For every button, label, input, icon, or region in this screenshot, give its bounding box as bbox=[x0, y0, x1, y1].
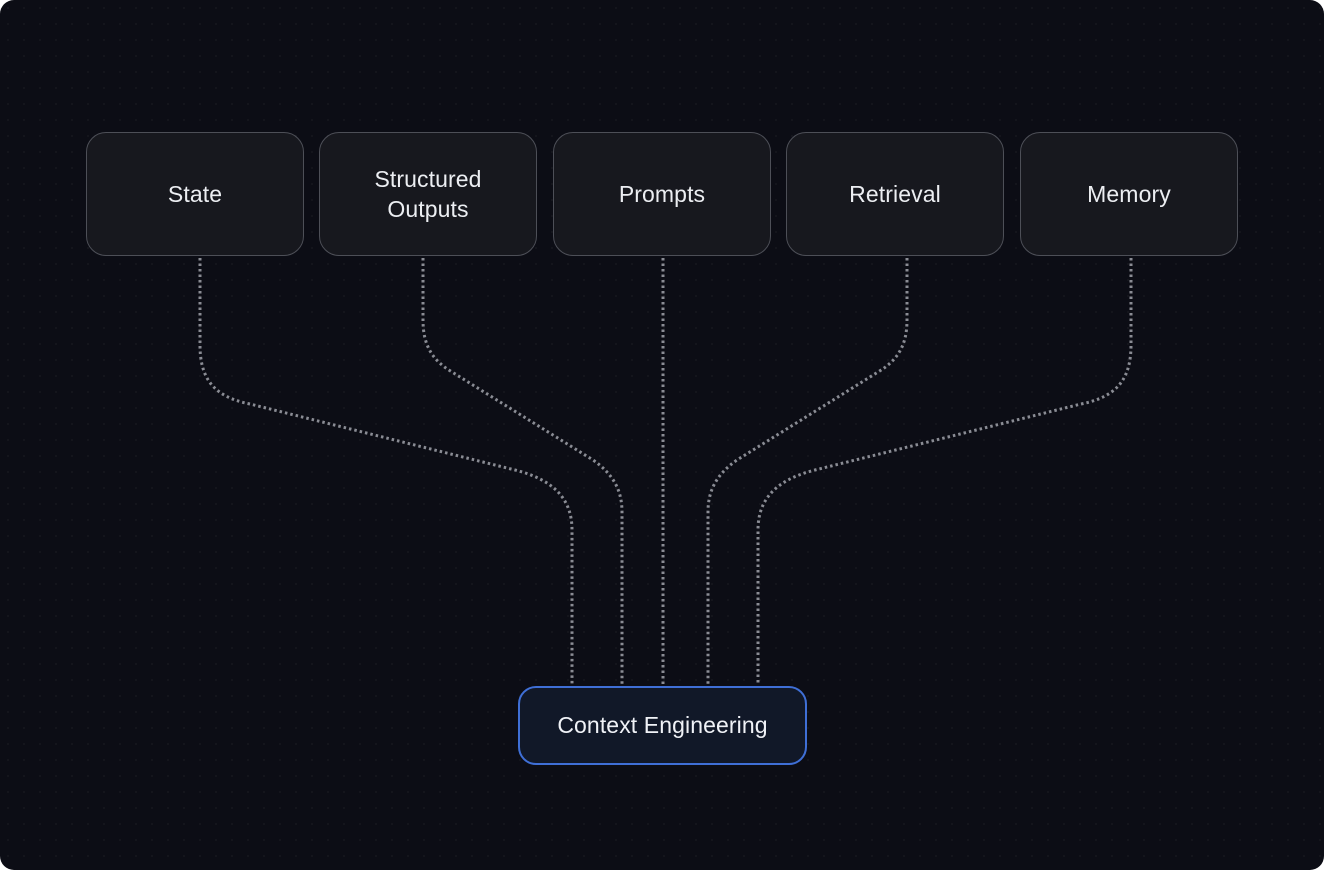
connector-structured-outputs bbox=[421, 258, 624, 685]
connector-retrieval bbox=[706, 258, 909, 685]
node-prompts[interactable]: Prompts bbox=[553, 132, 771, 256]
node-state[interactable]: State bbox=[86, 132, 304, 256]
node-context-engineering[interactable]: Context Engineering bbox=[518, 686, 807, 765]
node-context-engineering-label: Context Engineering bbox=[557, 712, 768, 738]
node-retrieval[interactable]: Retrieval bbox=[786, 132, 1004, 256]
node-retrieval-label: Retrieval bbox=[849, 181, 941, 207]
node-structured-outputs-label: Structured Outputs bbox=[374, 166, 482, 222]
node-memory[interactable]: Memory bbox=[1020, 132, 1238, 256]
connector-state bbox=[198, 258, 574, 685]
node-state-label: State bbox=[167, 181, 223, 207]
node-structured-outputs[interactable]: Structured Outputs bbox=[319, 132, 537, 256]
node-memory-label: Memory bbox=[1087, 181, 1171, 207]
node-prompts-label: Prompts bbox=[618, 181, 706, 207]
connector-memory bbox=[756, 258, 1133, 685]
